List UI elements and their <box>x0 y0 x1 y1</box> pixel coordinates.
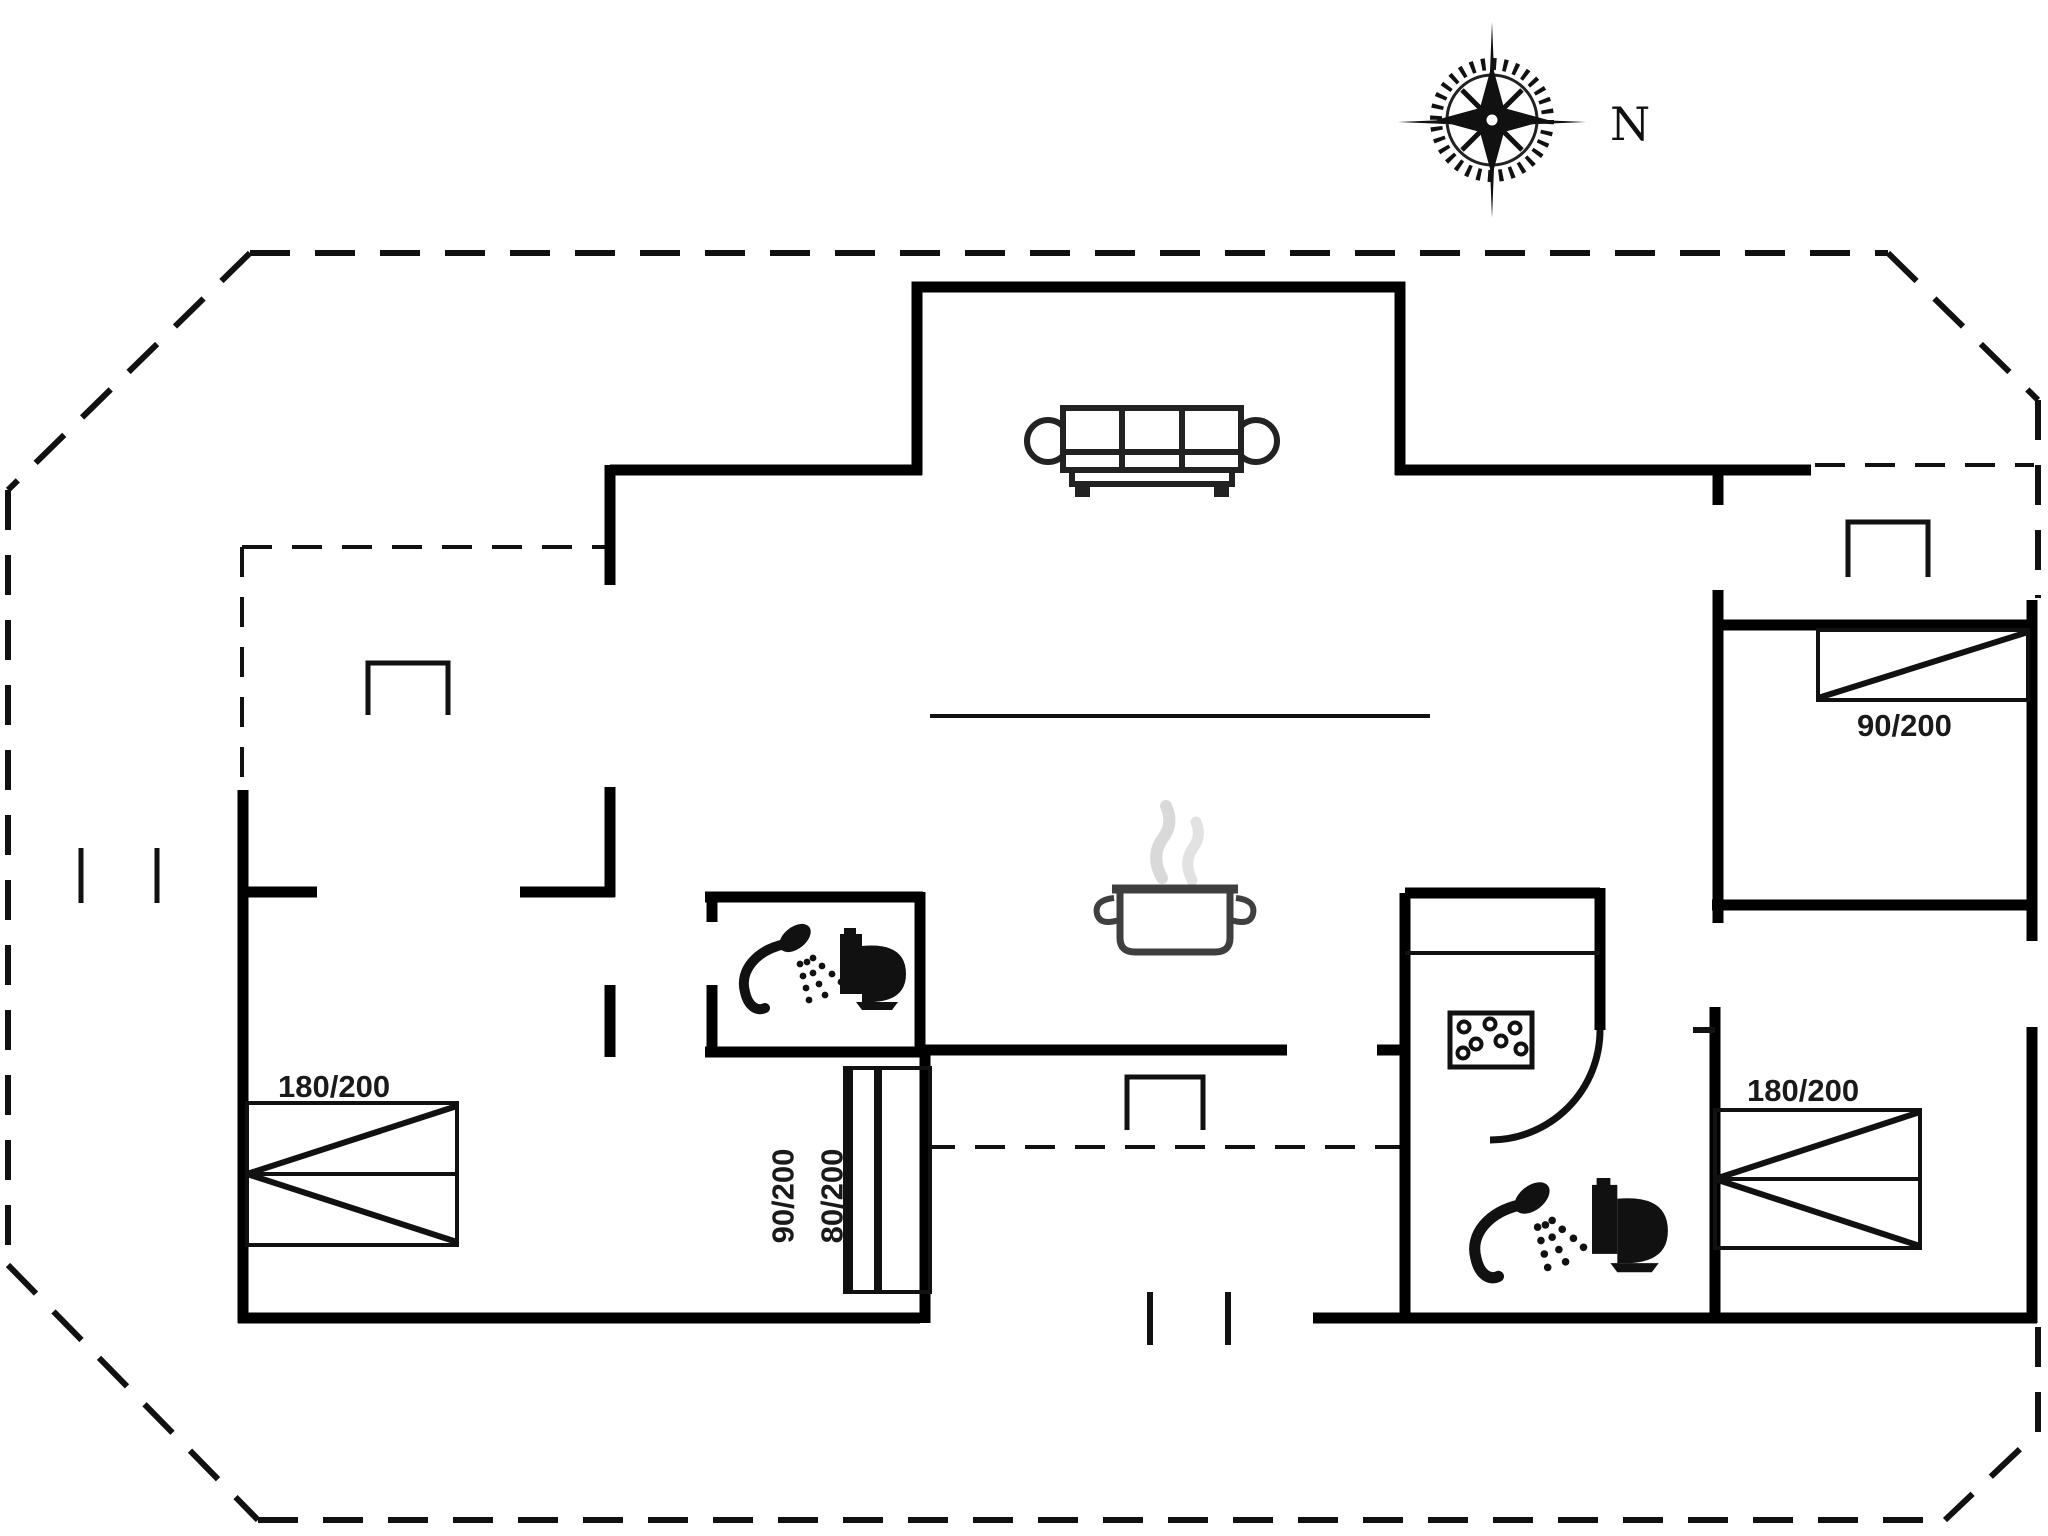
bed-size-label: 180/200 <box>278 1069 390 1104</box>
sauna-door-arc <box>1489 1029 1604 1144</box>
walls <box>237 281 2038 1324</box>
sofa-icon <box>1024 405 1280 497</box>
bed-double-left <box>245 1101 459 1247</box>
bracket-symbols <box>365 519 1931 1130</box>
bed-single-top-right <box>1816 628 2030 702</box>
bed-size-label-vertical: 80/200 <box>815 1149 850 1244</box>
sauna-stones-icon <box>1447 1010 1535 1070</box>
bay-walls <box>911 281 1406 475</box>
roof-outline-dashed <box>5 250 2041 1523</box>
toilet-icon <box>840 928 906 1010</box>
bed-size-label-vertical: 90/200 <box>766 1149 801 1244</box>
bed-double-right <box>1713 1108 1922 1250</box>
bracket-symbol-left <box>365 660 451 715</box>
bed-size-label: 90/200 <box>1857 708 1952 743</box>
bathroom-middle-walls <box>705 891 926 1058</box>
bed-size-label: 180/200 <box>1747 1073 1859 1108</box>
shower-head-icon <box>744 918 845 1009</box>
north-label: N <box>1610 97 1650 151</box>
compass-rose-icon <box>1398 22 1586 218</box>
toilet-icon <box>1592 1178 1668 1273</box>
terrace-opening-ticks <box>78 848 160 903</box>
shower-head-icon <box>1475 1176 1588 1278</box>
steam <box>1182 816 1204 886</box>
bracket-symbol-top-right <box>1845 519 1931 577</box>
interior-dashed-lines <box>240 463 2034 1149</box>
sauna-walls <box>1399 887 1606 1318</box>
entrance-door-ticks <box>1147 1292 1231 1345</box>
cooking-pot-icon <box>1093 800 1257 956</box>
steam <box>1150 800 1176 884</box>
bunk-beds <box>843 1066 932 1294</box>
bracket-symbol-hall <box>1124 1074 1206 1130</box>
